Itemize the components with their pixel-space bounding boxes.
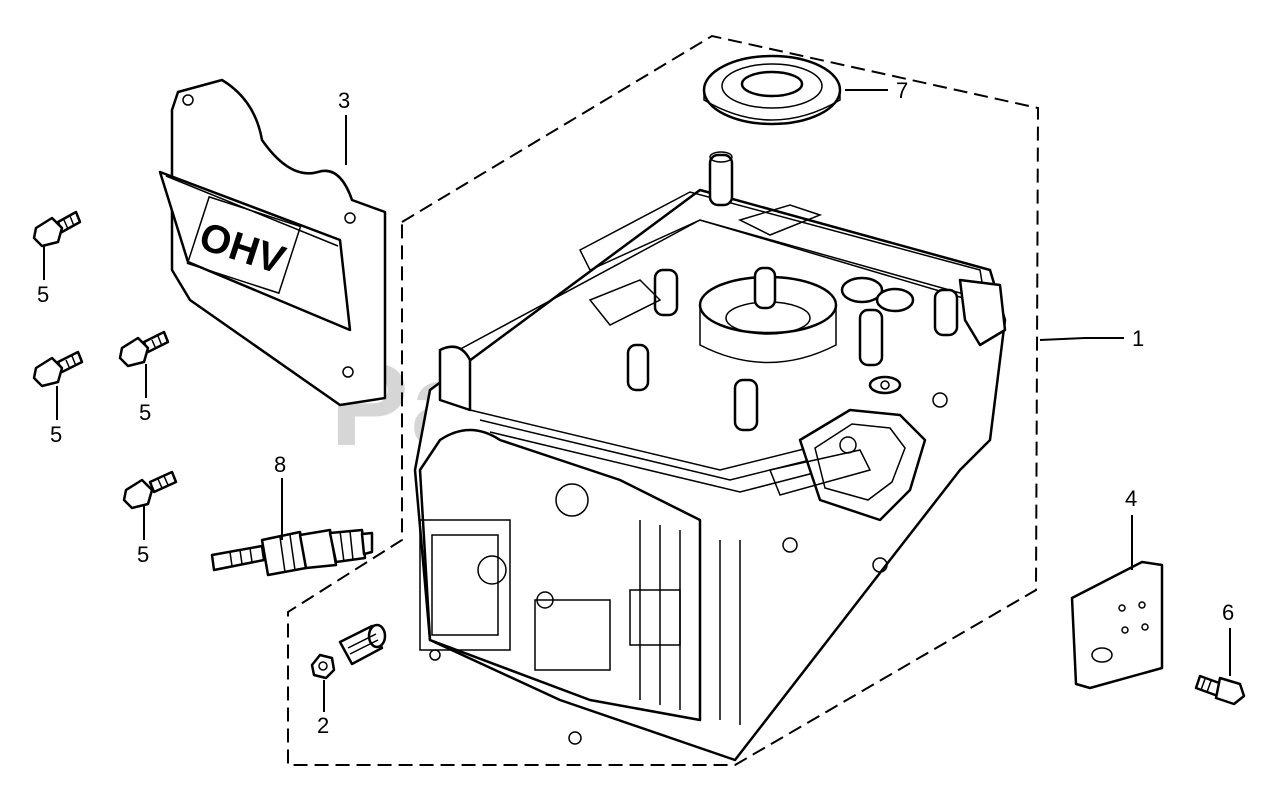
bolt-part-6[interactable] [1194,674,1246,706]
oil-seal-part-7[interactable] [702,54,842,126]
bolt-part-5-d[interactable] [122,470,178,510]
assembly-boundary [287,34,1040,766]
callout-2[interactable]: 2 [317,713,329,738]
callout-1[interactable]: 1 [1132,326,1144,351]
callout-6[interactable]: 6 [1222,600,1234,625]
bolt-part-5-a[interactable] [32,210,82,248]
callout-5-d[interactable]: 5 [137,542,149,567]
bolt-part-5-c[interactable] [118,330,170,368]
callout-8[interactable]: 8 [274,452,286,477]
callout-5-a[interactable]: 5 [37,282,49,307]
bolt-part-5-b[interactable] [32,350,84,388]
cylinder-block-part-1[interactable] [413,151,1007,762]
gasket-part-4[interactable] [1070,560,1164,690]
callout-5-c[interactable]: 5 [139,400,151,425]
spark-plug-part-8[interactable] [210,528,374,577]
stud-and-nut-part-2[interactable] [310,623,387,680]
callout-3[interactable]: 3 [338,88,350,113]
callout-7[interactable]: 7 [896,78,908,103]
callout-4[interactable]: 4 [1125,486,1137,511]
leader-lines [43,89,1231,712]
callout-5-b[interactable]: 5 [50,422,62,447]
head-cover-part-3[interactable]: OHV [158,78,387,407]
